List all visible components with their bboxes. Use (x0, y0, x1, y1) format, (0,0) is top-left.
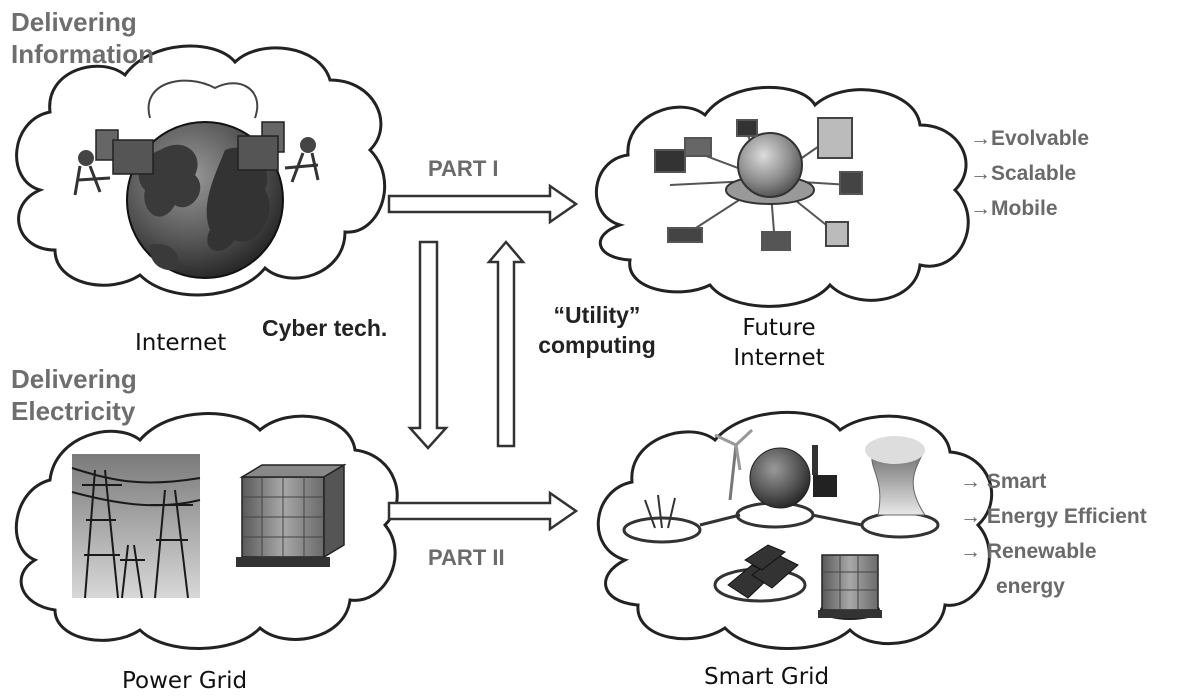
feature-energy-efficient: → Energy Efficient (960, 505, 1147, 528)
label-smart-grid: Smart Grid (704, 664, 830, 690)
network-devices-illustration (654, 117, 863, 251)
label-utility-computing: “Utility”computing (538, 302, 656, 358)
label-power-grid: Power Grid (122, 668, 248, 694)
feature-scalable: →Scalable (970, 162, 1077, 185)
power-grid-illustration (71, 454, 347, 599)
label-part1: PART I (428, 156, 499, 181)
label-cyber-tech: Cyber tech. (262, 315, 388, 341)
arrow-part1 (387, 183, 579, 225)
feature-renewable: → Renewable (960, 540, 1097, 563)
feature-renewable-energy: energy (996, 575, 1065, 598)
arrow-utility-up (486, 240, 526, 448)
label-internet: Internet (135, 330, 227, 356)
smart-grid-illustration (622, 428, 940, 620)
future-internet-features: →Evolvable →Scalable →Mobile (970, 121, 1089, 226)
arrow-cyber-down (407, 240, 449, 450)
feature-evolvable: →Evolvable (970, 127, 1090, 150)
label-part2: PART II (428, 545, 505, 570)
smart-grid-features: → Smart → Energy Efficient → Renewable e… (960, 464, 1147, 604)
globe-network-illustration (73, 79, 320, 279)
feature-mobile: →Mobile (970, 197, 1058, 220)
arrow-part2 (387, 490, 579, 532)
feature-smart: → Smart (960, 470, 1047, 493)
